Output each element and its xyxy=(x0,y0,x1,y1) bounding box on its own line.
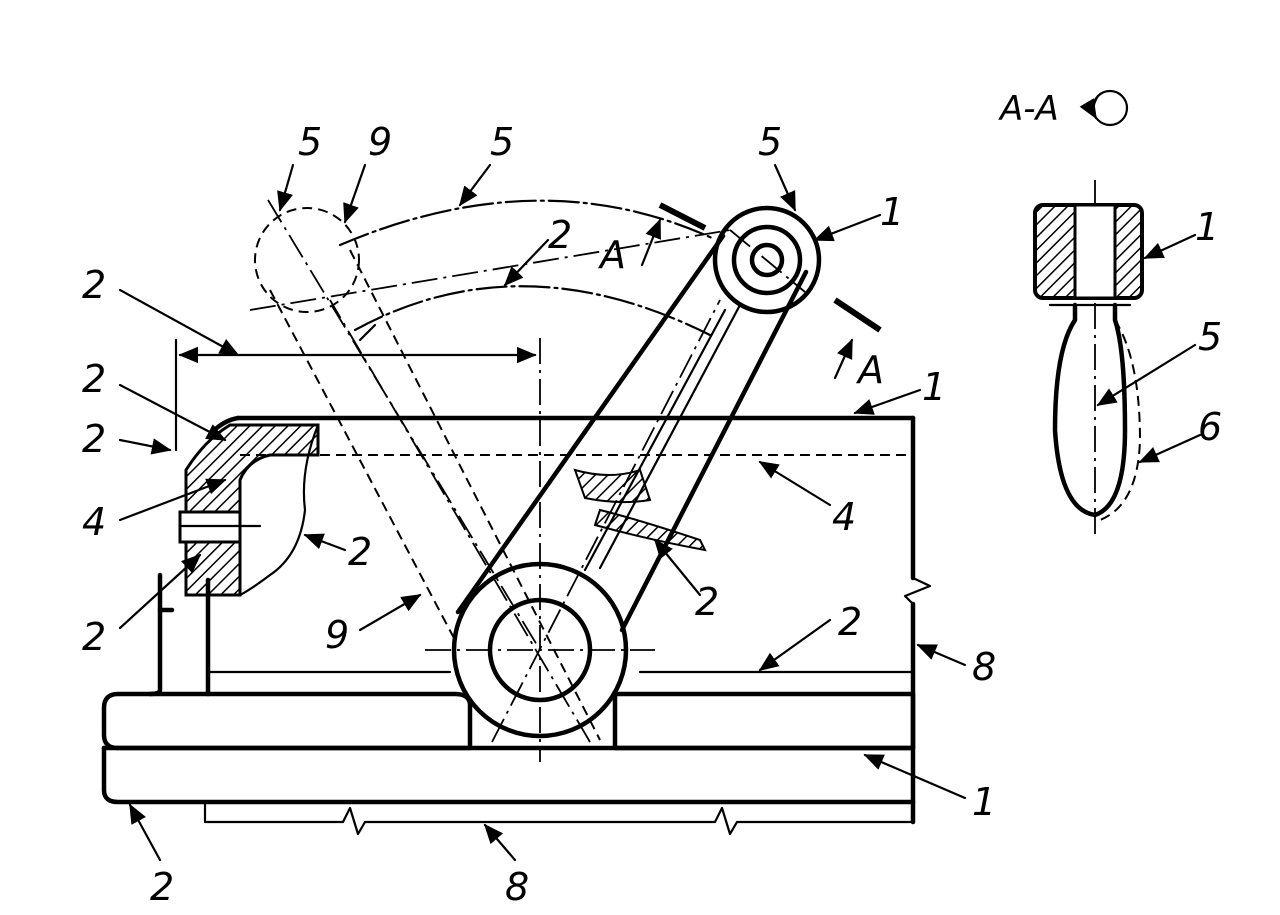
label-1-b: 1 xyxy=(922,365,946,409)
base-plate xyxy=(101,415,932,836)
lever-alternate-position xyxy=(249,199,731,741)
label-2-rib: 2 xyxy=(695,580,719,624)
label-a-upper: A xyxy=(597,233,626,277)
leader-lines xyxy=(118,163,1202,862)
section-plane-marks xyxy=(640,202,882,380)
label-4-left: 4 xyxy=(82,500,106,544)
label-2-right: 2 xyxy=(838,600,862,644)
housing-body xyxy=(147,415,916,697)
label-1-section: 1 xyxy=(1195,205,1219,249)
label-5-a: 5 xyxy=(298,120,322,164)
label-2-left-4: 2 xyxy=(82,615,106,659)
label-5-b: 5 xyxy=(490,120,514,164)
label-6-section: 6 xyxy=(1198,405,1222,449)
label-8-bottom: 8 xyxy=(505,865,529,909)
label-5-c: 5 xyxy=(758,120,782,164)
label-2-left-2: 2 xyxy=(82,357,106,401)
section-title: A-A xyxy=(998,89,1059,129)
label-a-lower: A xyxy=(855,348,884,392)
label-4-right: 4 xyxy=(832,495,856,539)
label-8-right: 8 xyxy=(972,645,996,689)
label-2-mid: 2 xyxy=(348,530,372,574)
label-1-a: 1 xyxy=(880,190,904,234)
label-1-c: 1 xyxy=(972,780,996,824)
part-labels: 5 9 5 5 1 2 A A 2 2 2 4 2 2 9 2 2 4 1 8 … xyxy=(82,89,1222,909)
label-2-left-3: 2 xyxy=(82,417,106,461)
label-2-arc: 2 xyxy=(548,213,572,257)
label-9-b: 9 xyxy=(325,613,349,657)
lever-arm xyxy=(329,205,822,743)
label-2-left-1: 2 xyxy=(82,263,106,307)
label-5-section: 5 xyxy=(1198,315,1222,359)
travel-arcs xyxy=(338,199,714,337)
label-9-a: 9 xyxy=(368,120,392,164)
label-2-bottom: 2 xyxy=(150,865,174,909)
section-a-a-view xyxy=(1033,89,1144,540)
